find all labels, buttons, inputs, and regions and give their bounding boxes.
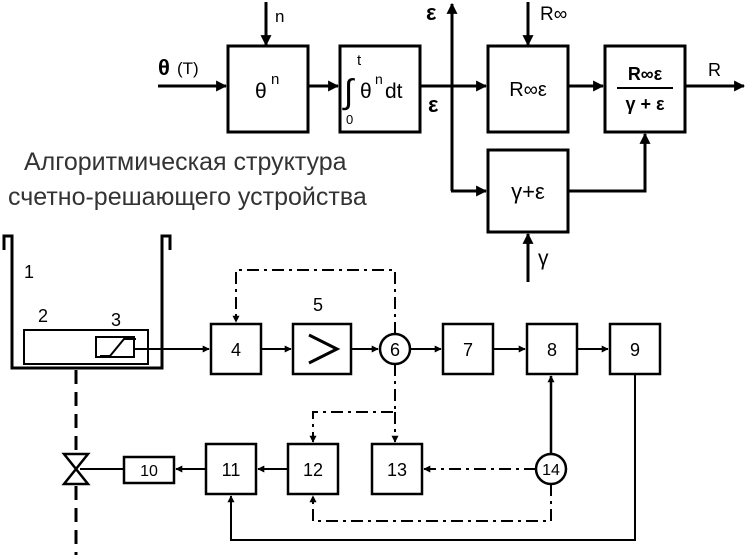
output-label: R <box>708 60 721 80</box>
amplifier-5 <box>291 322 353 376</box>
div-denominator: γ + ε <box>625 94 665 114</box>
caption-line2: счетно-решающего устройства <box>8 183 367 211</box>
epsilon-top-label: ε <box>426 0 437 25</box>
div-block <box>603 44 687 134</box>
block-13 <box>370 442 424 496</box>
power-block <box>226 44 310 134</box>
feedback-9-to-11 <box>227 374 636 541</box>
label-8: 8 <box>547 340 557 360</box>
input-t-label: (T) <box>177 59 199 78</box>
vessel <box>2 234 172 370</box>
label-2: 2 <box>38 306 48 326</box>
integral-dt: dt <box>385 80 403 103</box>
sensor-3 <box>95 336 135 358</box>
device-diagram: 1 2 3 4 5 6 7 8 9 <box>2 234 662 555</box>
element-2 <box>23 329 149 365</box>
power-block-exp: n <box>271 71 279 88</box>
integral-body: θ <box>360 80 372 103</box>
label-5: 5 <box>313 295 323 315</box>
label-7: 7 <box>463 340 473 360</box>
integral-sign: ∫ <box>342 73 355 111</box>
signal-6-to-12 <box>309 364 396 443</box>
algorithm-structure: θ (T) θ n n t ∫ 0 θ n dt ε ε R∞ε R∞ <box>158 0 746 282</box>
label-14: 14 <box>542 462 560 479</box>
integral-block <box>338 44 422 134</box>
label-9: 9 <box>630 340 640 360</box>
label-6: 6 <box>390 340 400 360</box>
label-3: 3 <box>111 310 121 330</box>
exp-n-label: n <box>275 7 284 26</box>
caption-line1: Алгоритмическая структура <box>24 148 347 176</box>
power-block-base: θ <box>255 80 267 103</box>
integral-exp: n <box>375 71 383 87</box>
r-inf-label: R∞ <box>540 4 567 25</box>
label-13: 13 <box>387 460 407 480</box>
sum-block-label: γ+ε <box>511 179 545 204</box>
label-12: 12 <box>303 460 323 480</box>
label-11: 11 <box>222 460 241 480</box>
epsilon-label: ε <box>428 92 439 117</box>
input-theta-label: θ <box>158 55 170 80</box>
14-to-12-arrow <box>309 484 552 522</box>
mult-block-label: R∞ε <box>509 79 547 101</box>
gamma-label: γ <box>538 247 549 270</box>
integral-upper: t <box>357 52 362 69</box>
feedback-6-to-4 <box>232 269 396 334</box>
sum-to-div-arrow <box>568 132 651 193</box>
valve-icon <box>61 452 91 486</box>
integral-lower: 0 <box>346 112 353 127</box>
label-1: 1 <box>24 262 34 282</box>
div-numerator: R∞ε <box>628 64 663 84</box>
label-10: 10 <box>140 463 158 480</box>
amplifier-symbol <box>308 333 341 365</box>
sensor-3-curve <box>100 338 136 357</box>
label-4: 4 <box>231 340 241 360</box>
